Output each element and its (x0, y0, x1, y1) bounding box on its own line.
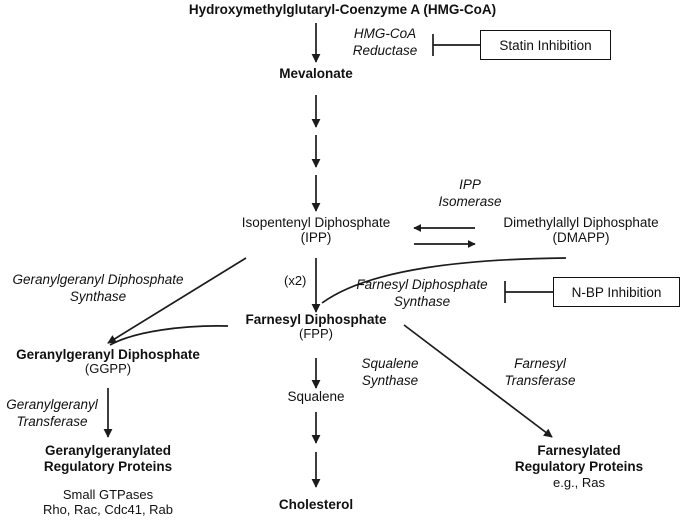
ggpp-synthase-line2: Synthase (69, 288, 127, 304)
node-fpp: Farnesyl Diphosphate (FPP) (216, 312, 416, 342)
nbp-inhibition-box[interactable]: N-BP Inhibition (553, 277, 680, 307)
node-squalene-label: Squalene (287, 389, 345, 404)
f-proteins-note: e.g., Ras (552, 474, 606, 490)
f-proteins-line1: Farnesylated (537, 443, 621, 458)
fpp-synthase-line1: Farnesyl Diphosphate (356, 277, 488, 292)
node-squalene: Squalene (246, 389, 386, 404)
enzyme-squalene-synthase: Squalene Synthase (334, 356, 446, 390)
node-hmg-coa-label: Hydroxymethylglutaryl-Coenzyme A (HMG-Co… (188, 2, 497, 17)
squalene-synthase-line1: Squalene (361, 356, 419, 371)
ftase-line2: Transferase (504, 372, 576, 388)
node-ggpp-abbrev: (GGPP) (84, 361, 132, 377)
curve-fpp-to-ggpp (109, 325, 229, 346)
node-gg-regulatory-proteins: Geranylgeranylated Regulatory Proteins (8, 443, 208, 475)
enzyme-farnesyl-transferase: Farnesyl Transferase (480, 356, 600, 390)
statin-inhibition-label: Statin Inhibition (499, 37, 592, 53)
gg-proteins-line2: Regulatory Proteins (43, 458, 173, 474)
ipp-isomerase-line1: IPP (459, 177, 481, 192)
squalene-synthase-line2: Synthase (361, 372, 419, 388)
stoichiometry-x2-label: (x2) (284, 273, 307, 288)
hmg-coa-reductase-line1: HMG-CoA (353, 26, 417, 41)
enzyme-ggpp-synthase: Geranylgeranyl Diphosphate Synthase (2, 272, 194, 306)
f-proteins-line2: Regulatory Proteins (514, 458, 644, 474)
ggpp-synthase-line1: Geranylgeranyl Diphosphate (12, 272, 184, 287)
node-ipp-name: Isopentenyl Diphosphate (241, 215, 391, 230)
node-ggpp-name: Geranylgeranyl Diphosphate (16, 347, 200, 362)
node-dmapp: Dimethylallyl Diphosphate (DMAPP) (482, 215, 680, 245)
node-fpp-name: Farnesyl Diphosphate (245, 312, 387, 327)
ipp-isomerase-line2: Isomerase (438, 193, 502, 209)
fpp-synthase-line2: Synthase (393, 293, 451, 309)
ggtase-line1: Geranylgeranyl (6, 397, 98, 412)
ggtase-line2: Transferase (16, 413, 88, 429)
enzyme-fpp-synthase: Farnesyl Diphosphate Synthase (337, 277, 507, 311)
node-dmapp-name: Dimethylallyl Diphosphate (503, 215, 659, 230)
node-hmg-coa: Hydroxymethylglutaryl-Coenzyme A (HMG-Co… (0, 2, 685, 17)
node-fpp-abbrev: (FPP) (299, 326, 333, 342)
hmg-coa-reductase-line2: Reductase (352, 42, 418, 58)
gg-proteins-note1: Small GTPases (62, 487, 154, 502)
ftase-line1: Farnesyl (514, 356, 566, 371)
node-ggpp: Geranylgeranyl Diphosphate (GGPP) (2, 347, 214, 377)
gg-proteins-examples: Small GTPases Rho, Rac, Cdc41, Rab (8, 487, 208, 518)
node-dmapp-abbrev: (DMAPP) (552, 230, 610, 246)
node-mevalonate: Mevalonate (216, 66, 416, 81)
gg-proteins-line1: Geranylgeranylated (44, 443, 172, 458)
node-ipp-abbrev: (IPP) (300, 230, 332, 246)
nbp-inhibition-label: N-BP Inhibition (571, 284, 662, 300)
node-farnesylated-regulatory-proteins: Farnesylated Regulatory Proteins e.g., R… (474, 443, 684, 490)
node-cholesterol-label: Cholesterol (278, 497, 354, 512)
statin-inhibition-box[interactable]: Statin Inhibition (480, 30, 611, 60)
enzyme-ipp-isomerase: IPP Isomerase (410, 177, 530, 211)
enzyme-geranylgeranyl-transferase: Geranylgeranyl Transferase (0, 397, 104, 431)
node-mevalonate-label: Mevalonate (279, 66, 353, 81)
enzyme-hmg-coa-reductase: HMG-CoA Reductase (330, 26, 440, 60)
node-ipp: Isopentenyl Diphosphate (IPP) (211, 215, 421, 245)
node-cholesterol: Cholesterol (246, 497, 386, 512)
gg-proteins-note2: Rho, Rac, Cdc41, Rab (42, 502, 174, 518)
